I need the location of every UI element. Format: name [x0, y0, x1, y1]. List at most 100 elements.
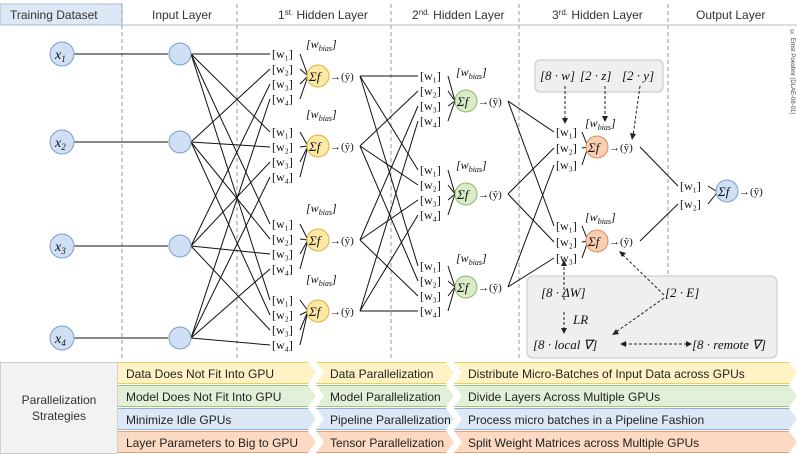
hidden1-bias-label: [wbias]	[306, 37, 337, 53]
hidden1-neuron: Σf→(ŷ)	[306, 134, 354, 158]
eight-w-label: [8 · w]	[540, 68, 575, 83]
two-y-label: [2 · y]	[622, 68, 654, 83]
hidden2-weight-label: [w₂]	[420, 274, 441, 288]
hidden3-neuron: Σf→(ŷ)	[585, 135, 633, 159]
hidden1-weight-label: [w₃]	[272, 323, 293, 337]
output-weight-label: [w₂]	[680, 197, 701, 211]
hidden1-weight-label: [w₃]	[272, 77, 293, 91]
hidden1-bias-label: [wbias]	[306, 107, 337, 123]
hidden1-weight-label: [w₄]	[272, 262, 293, 276]
svg-text:→(ŷ): →(ŷ)	[609, 142, 633, 154]
hidden3-weight-label: [w₃]	[556, 251, 577, 265]
hidden1-weight-label: [w₁]	[272, 217, 293, 231]
strategy-description: Split Weight Matrices across Multiple GP…	[454, 431, 797, 453]
hidden2-weight-label: [w₃]	[420, 289, 441, 303]
strategy-description: Divide Layers Across Multiple GPUs	[454, 385, 797, 407]
svg-text:→(ŷ): →(ŷ)	[330, 235, 354, 247]
hidden2-weight-label: [w₃]	[420, 193, 441, 207]
hidden1-neuron: Σf →(ŷ)	[306, 64, 354, 88]
arrow-heads	[561, 116, 692, 347]
hidden1-weight-label: [w₄]	[272, 338, 293, 352]
hidden2-bias-label: [wbias]	[456, 251, 487, 267]
svg-text:→(ŷ): →(ŷ)	[739, 186, 763, 198]
training-dataset-header: Training Dataset	[10, 8, 98, 22]
svg-text:Σf: Σf	[456, 94, 471, 109]
svg-text:Σf: Σf	[308, 139, 323, 154]
hidden1-bias-label: [wbias]	[306, 272, 337, 288]
input-layer-node	[168, 234, 192, 258]
strategies-table: Parallelization Strategies Data Does Not…	[0, 362, 797, 454]
strategy-problem: Model Does Not Fit Into GPU	[118, 385, 316, 407]
strategies-title: Parallelization Strategies	[0, 362, 118, 454]
svg-text:Σf: Σf	[717, 184, 732, 199]
hidden2-bias-label: [wbias]	[456, 158, 487, 174]
hidden1-header: 1st. Hidden Layer	[278, 8, 368, 22]
output-layer-header: Output Layer	[696, 8, 765, 22]
hidden3-weight-label: [w₁]	[556, 219, 577, 233]
output-weight-label: [w₁]	[680, 179, 701, 193]
eight-local-grad-label: [8 · local ∇]	[533, 337, 597, 352]
hidden1-weight-label: [w₂]	[272, 232, 293, 246]
connections	[72, 53, 717, 346]
strategy-problem: Layer Parameters to Big to GPU	[118, 431, 316, 453]
input-layer-node	[168, 326, 192, 350]
hidden2-weight-label: [w₄]	[420, 208, 441, 222]
input-x-node: x2	[49, 129, 75, 155]
hidden2-weight-label: [w₄]	[420, 114, 441, 128]
input-x-node: x3	[49, 233, 75, 259]
hidden2-weight-label: [w₄]	[420, 304, 441, 318]
strategy-strategy: Model Parallelization	[316, 385, 454, 407]
svg-text:→(ŷ): →(ŷ)	[478, 282, 502, 294]
svg-text:→(ŷ): →(ŷ)	[330, 71, 354, 83]
hidden1-bias-label: [wbias]	[306, 201, 337, 217]
strategy-strategy: Data Parallelization	[316, 362, 454, 384]
hidden1-weight-label: [w₂]	[272, 140, 293, 154]
svg-text:→(ŷ): →(ŷ)	[609, 236, 633, 248]
hidden2-weight-label: [w₁]	[420, 69, 441, 83]
copyright-text: © Ernst Poeshnr (DLAE-08-01)	[789, 30, 795, 115]
network-diagram: Training Dataset Input Layer 1st. Hidden…	[0, 3, 797, 359]
two-z-label: [2 · z]	[580, 68, 611, 83]
svg-text:→(ŷ): →(ŷ)	[478, 189, 502, 201]
input-x-label: x1	[54, 48, 66, 64]
eight-dw-label: [8 · ΔW]	[541, 285, 586, 300]
strategy-description: Process micro batches in a Pipeline Fash…	[454, 408, 797, 430]
forward-annotation-box	[534, 59, 664, 93]
hidden1-weight-label: [w₁]	[272, 293, 293, 307]
hidden3-header: 3rd. Hidden Layer	[552, 8, 643, 22]
input-layer-header: Input Layer	[152, 8, 212, 22]
hidden2-neuron: Σf →(ŷ)	[454, 89, 502, 113]
svg-text:Σf: Σf	[456, 280, 471, 295]
hidden2-bias-label: [wbias]	[456, 65, 487, 81]
hidden2-neuron: Σf →(ŷ)	[454, 275, 502, 299]
strategy-strategy: Tensor Parallelization	[316, 431, 454, 453]
weight-labels: [w₁][w₂][w₃][w₄][w₁][w₂][w₃][w₄][w₁][w₂]…	[272, 37, 701, 352]
hidden1-weight-label: [w₃]	[272, 247, 293, 261]
input-layer-node	[168, 42, 192, 66]
input-x-node: x4	[49, 325, 75, 351]
hidden3-bias-label: [wbias]	[585, 116, 616, 132]
svg-text:Σf: Σf	[308, 233, 323, 248]
hidden1-weight-label: [w₂]	[272, 62, 293, 76]
hidden3-neuron: Σf→(ŷ)	[585, 229, 633, 253]
hidden2-weight-label: [w₂]	[420, 84, 441, 98]
hidden3-weight-label: [w₁]	[556, 125, 577, 139]
dashed-arrows	[563, 85, 688, 345]
hidden2-weight-label: [w₁]	[420, 259, 441, 273]
hidden3-weight-label: [w₃]	[556, 158, 577, 172]
input-x-node: x1	[49, 41, 75, 67]
strategy-problem: Minimize Idle GPUs	[118, 408, 316, 430]
hidden1-weight-label: [w₃]	[272, 155, 293, 169]
hidden3-bias-label: [wbias]	[585, 210, 616, 226]
hidden2-neuron: Σf→(ŷ)	[454, 182, 502, 206]
hidden1-weight-label: [w₁]	[272, 125, 293, 139]
input-layer-node	[168, 130, 192, 154]
svg-text:Σf: Σf	[308, 69, 323, 84]
svg-text:→(ŷ): →(ŷ)	[478, 96, 502, 108]
hidden1-weight-label: [w₁]	[272, 47, 293, 61]
two-e-label: [2 · E]	[665, 285, 699, 300]
